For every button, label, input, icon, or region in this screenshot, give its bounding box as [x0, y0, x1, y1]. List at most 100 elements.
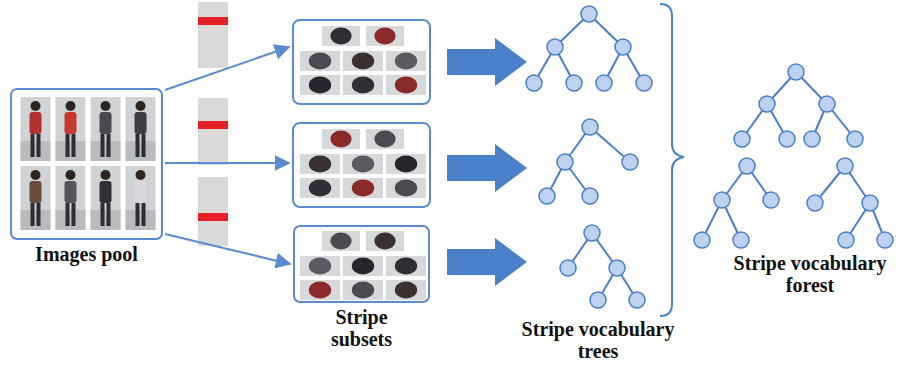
tree-node — [694, 232, 710, 248]
crop-figure — [309, 156, 331, 173]
crop-figure — [395, 156, 417, 173]
tree-node — [838, 232, 854, 248]
crop-image — [366, 129, 404, 149]
crop-image — [343, 75, 383, 95]
box-frame — [10, 88, 163, 240]
tree-node — [582, 188, 598, 204]
crop-figure — [395, 282, 417, 299]
tree-node — [557, 154, 573, 170]
stripe-bar — [198, 98, 228, 165]
box-caption: Images pool — [10, 243, 163, 265]
crop-figure — [309, 77, 331, 94]
tree-node — [862, 195, 878, 211]
block-arrow — [447, 238, 527, 286]
crop-image — [386, 51, 426, 71]
tree-node — [714, 192, 730, 208]
tree-node — [877, 232, 893, 248]
tree-node — [733, 232, 749, 248]
tree-node — [584, 225, 600, 241]
crop-image — [386, 280, 426, 300]
image-group-box: Stripe subsets — [293, 225, 430, 350]
crop-image — [343, 280, 383, 300]
crop-image — [343, 51, 383, 71]
tree-node — [734, 131, 750, 147]
stripe-bar — [198, 177, 228, 246]
crop-image — [366, 26, 404, 46]
tree-node — [636, 75, 652, 91]
tree-node — [560, 260, 576, 276]
crop-image — [386, 178, 426, 198]
block-arrows — [447, 38, 527, 286]
crop-image — [386, 256, 426, 276]
crop-image — [343, 154, 383, 174]
crop-image — [343, 256, 383, 276]
stripe-bars — [198, 2, 228, 246]
tree-node — [609, 260, 625, 276]
tree-node — [759, 96, 775, 112]
tree-node — [590, 292, 606, 308]
crop-image — [300, 75, 340, 95]
tree-node — [804, 131, 820, 147]
crop-figure — [395, 53, 417, 70]
crop-figure — [309, 180, 331, 197]
tree-node — [581, 6, 597, 22]
tree-node — [566, 75, 582, 91]
person-image — [21, 97, 51, 161]
split-arrow — [165, 234, 290, 264]
person-image — [126, 97, 156, 161]
tree-node — [615, 39, 631, 55]
subset-frames — [293, 20, 430, 207]
crop-image — [322, 129, 360, 149]
subset-box — [293, 20, 430, 104]
crop-figure — [395, 180, 417, 197]
crop-figure — [352, 282, 374, 299]
crop-image — [386, 154, 426, 174]
box-caption: Stripe subsets — [308, 306, 416, 350]
tree-node — [539, 188, 555, 204]
crop-image — [322, 231, 360, 251]
split-arrow — [165, 162, 289, 164]
crop-figure — [330, 233, 351, 250]
person-image — [126, 166, 156, 230]
crop-image — [366, 231, 404, 251]
stripe-mark — [198, 121, 228, 129]
tree-node — [819, 96, 835, 112]
crop-figure — [395, 77, 417, 94]
tree-node — [596, 75, 612, 91]
block-arrow — [447, 38, 527, 86]
image-group-box: Images pool — [10, 88, 163, 265]
stripe-bar — [198, 2, 228, 68]
crop-figure — [352, 53, 374, 70]
tree-node — [779, 131, 795, 147]
subset-box — [293, 123, 430, 207]
stripe-mark — [198, 17, 228, 25]
crop-figure — [374, 28, 395, 45]
tree-node — [547, 39, 563, 55]
crop-image — [300, 51, 340, 71]
crop-image — [300, 178, 340, 198]
tree-node — [807, 195, 823, 211]
crop-image — [300, 154, 340, 174]
crop-figure — [352, 77, 374, 94]
person-images — [21, 97, 156, 230]
crop-figure — [330, 131, 351, 148]
tree-node — [763, 192, 779, 208]
crop-figure — [352, 156, 374, 173]
crop-figure — [374, 131, 395, 148]
box-frame — [293, 225, 430, 303]
tree-node — [622, 154, 638, 170]
tree-node — [847, 131, 863, 147]
person-image — [91, 97, 121, 161]
crop-image — [300, 280, 340, 300]
person-image — [91, 166, 121, 230]
split-arrows — [165, 47, 289, 163]
crop-figure — [309, 258, 331, 275]
stage-label: Stripe vocabulary forest — [725, 252, 895, 296]
crop-figure — [309, 53, 331, 70]
crop-figure — [352, 258, 374, 275]
crop-image — [300, 256, 340, 276]
tree-node — [526, 75, 542, 91]
